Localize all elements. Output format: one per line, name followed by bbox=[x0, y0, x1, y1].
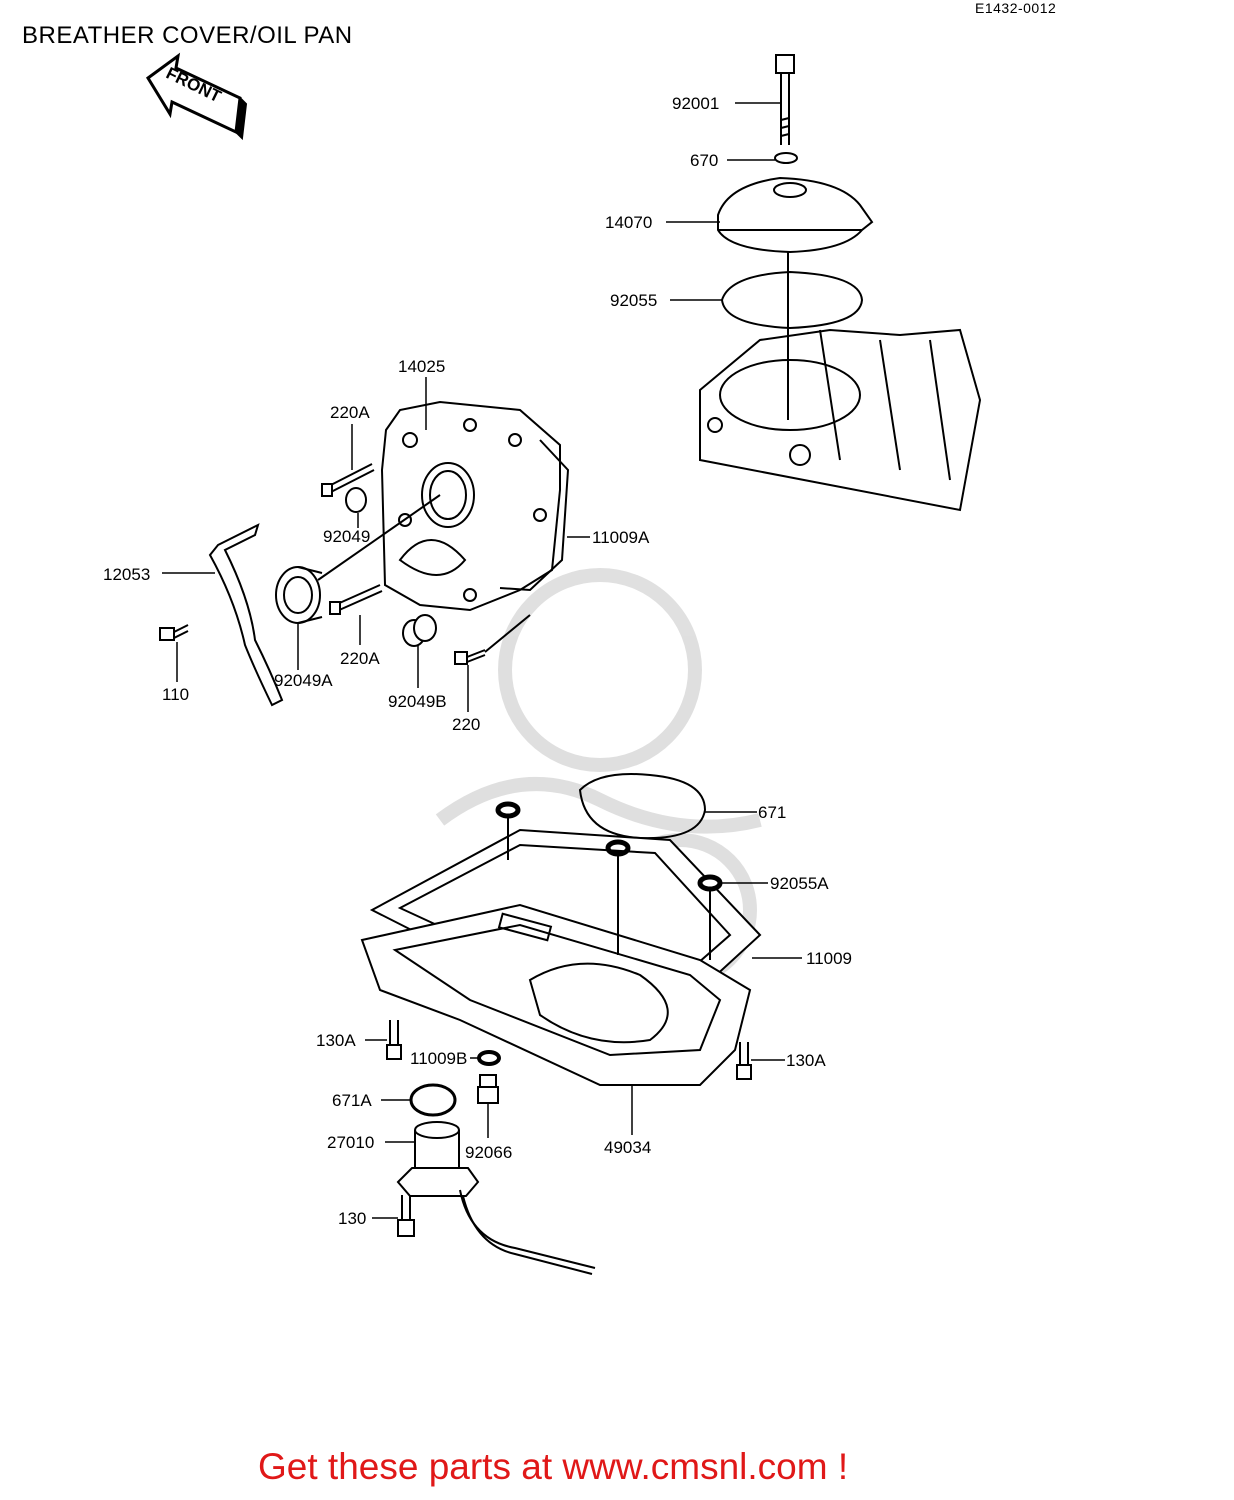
cover-14025-icon bbox=[380, 400, 561, 612]
part-label-130: 130 bbox=[338, 1209, 366, 1228]
bolt-220A-top-icon bbox=[321, 463, 375, 497]
part-label-49034: 49034 bbox=[604, 1138, 651, 1157]
part-label-27010: 27010 bbox=[327, 1133, 374, 1152]
part-label-671A: 671A bbox=[332, 1091, 372, 1110]
exploded-parts-diagram: FRONT bbox=[103, 52, 982, 1275]
part-label-220: 220 bbox=[452, 715, 480, 734]
part-label-220A-mid: 220A bbox=[340, 649, 380, 668]
part-label-14025: 14025 bbox=[398, 357, 445, 376]
o-ring-92055-icon bbox=[720, 270, 864, 330]
part-label-670: 670 bbox=[690, 151, 718, 170]
leader-lines bbox=[162, 102, 802, 1219]
collar-92049B-icon bbox=[402, 614, 437, 647]
part-label-92049A: 92049A bbox=[274, 671, 333, 690]
part-label-130A-right: 130A bbox=[786, 1051, 826, 1070]
bolt-92001-icon bbox=[775, 54, 795, 145]
part-label-92055A: 92055A bbox=[770, 874, 829, 893]
bolt-110-icon bbox=[159, 624, 189, 641]
part-label-92049: 92049 bbox=[323, 527, 370, 546]
oil-seal-92049A-icon bbox=[275, 494, 441, 624]
bolt-130-icon bbox=[397, 1195, 415, 1237]
gasket-11009B-icon bbox=[477, 1050, 501, 1066]
part-label-671: 671 bbox=[758, 803, 786, 822]
bolt-130A-left-icon bbox=[386, 1020, 402, 1060]
part-label-12053: 12053 bbox=[103, 565, 150, 584]
part-label-92066: 92066 bbox=[465, 1143, 512, 1162]
cmsnl-link[interactable]: Get these parts at www.cmsnl.com ! bbox=[258, 1446, 849, 1487]
bolt-130A-right-icon bbox=[736, 1042, 752, 1080]
drawing-code: E1432-0012 bbox=[975, 0, 1057, 16]
bolt-220-icon bbox=[454, 614, 531, 665]
part-labels: 92001 670 14070 92055 14025 220A 92049 1… bbox=[103, 94, 852, 1228]
part-label-110: 110 bbox=[162, 685, 189, 704]
part-label-11009: 11009 bbox=[806, 949, 852, 968]
o-ring-671-icon bbox=[578, 773, 707, 840]
collar-92049-icon bbox=[345, 487, 367, 513]
bolt-220A-mid-icon bbox=[329, 584, 383, 615]
washer-top-left-icon bbox=[495, 801, 521, 819]
part-label-92001: 92001 bbox=[672, 94, 719, 113]
front-direction-arrow-icon: FRONT bbox=[146, 52, 248, 141]
engine-case-section-icon bbox=[699, 328, 982, 512]
guide-12053-icon bbox=[208, 523, 284, 707]
washer-670-icon bbox=[774, 152, 798, 164]
oil-pan-49034-icon bbox=[360, 903, 752, 1086]
oil-pressure-switch-27010-icon bbox=[396, 1121, 596, 1275]
part-label-130A-left: 130A bbox=[316, 1031, 356, 1050]
part-label-92049B: 92049B bbox=[388, 692, 447, 711]
o-ring-671A-icon bbox=[409, 1083, 457, 1117]
part-label-220A-top: 220A bbox=[330, 403, 370, 422]
part-label-92055: 92055 bbox=[610, 291, 657, 310]
breather-cover-14070-icon bbox=[717, 176, 874, 254]
washer-92055A-icon bbox=[697, 874, 723, 892]
gasket-11009A-icon bbox=[499, 439, 570, 592]
part-label-11009A: 11009A bbox=[592, 528, 650, 547]
part-label-11009B: 11009B bbox=[410, 1049, 467, 1068]
part-label-14070: 14070 bbox=[605, 213, 652, 232]
plug-92066-icon bbox=[477, 1074, 499, 1104]
page-title: BREATHER COVER/OIL PAN bbox=[22, 22, 353, 49]
